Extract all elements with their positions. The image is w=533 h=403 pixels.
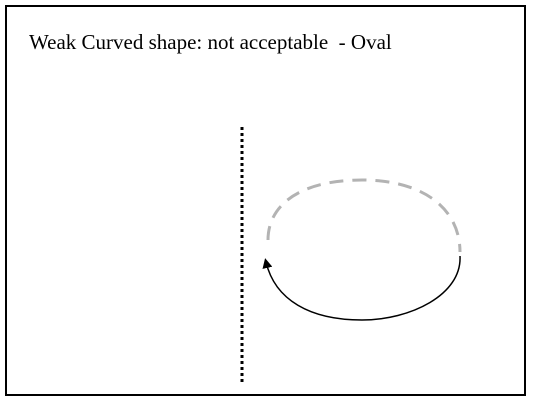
diagram-title: Weak Curved shape: not acceptable - Oval: [29, 30, 392, 54]
diagram-frame: [5, 5, 526, 396]
dashed-oval-arc: [266, 178, 462, 253]
solid-oval-arc: [262, 255, 461, 321]
